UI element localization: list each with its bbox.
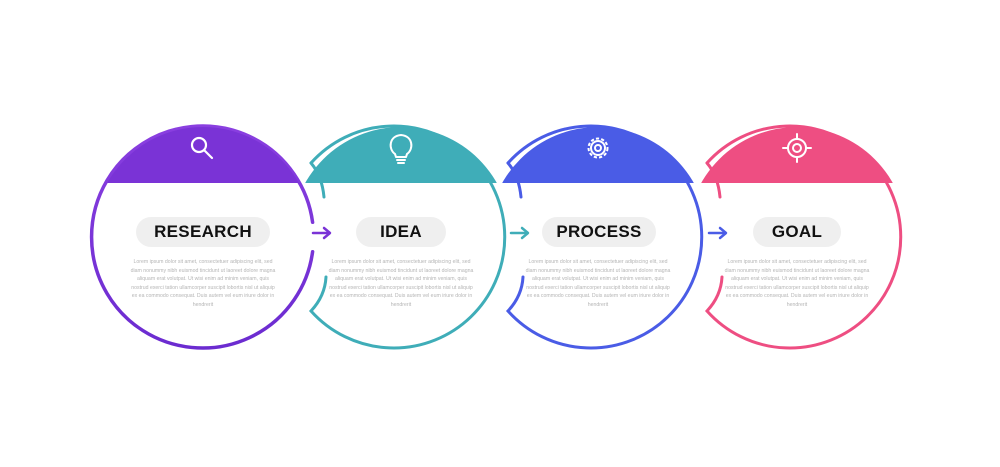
- step-research-ring: [89, 124, 315, 350]
- arrow-idea-to-process: [509, 226, 530, 240]
- step-body-goal: Lorem ipsum dolor sit amet, consectetuer…: [724, 259, 870, 308]
- step-process-ring: [505, 124, 704, 350]
- step-body-idea: Lorem ipsum dolor sit amet, consectetuer…: [328, 259, 474, 308]
- step-label-process: PROCESS: [542, 217, 656, 247]
- magnifier-icon: [190, 136, 214, 160]
- step-body-process: Lorem ipsum dolor sit amet, consectetuer…: [525, 259, 671, 308]
- step-label-idea: IDEA: [356, 217, 446, 247]
- step-body-research: Lorem ipsum dolor sit amet, consectetuer…: [130, 259, 276, 308]
- step-goal-ring: [704, 124, 903, 350]
- lightbulb-icon: [389, 134, 413, 164]
- step-label-research: RESEARCH: [136, 217, 270, 247]
- arrow-process-to-goal: [707, 226, 728, 240]
- step-idea-ring: [308, 124, 507, 350]
- gear-icon: [587, 137, 609, 159]
- step-label-goal: GOAL: [753, 217, 841, 247]
- target-icon: [782, 133, 812, 163]
- arrow-research-to-idea: [311, 226, 332, 240]
